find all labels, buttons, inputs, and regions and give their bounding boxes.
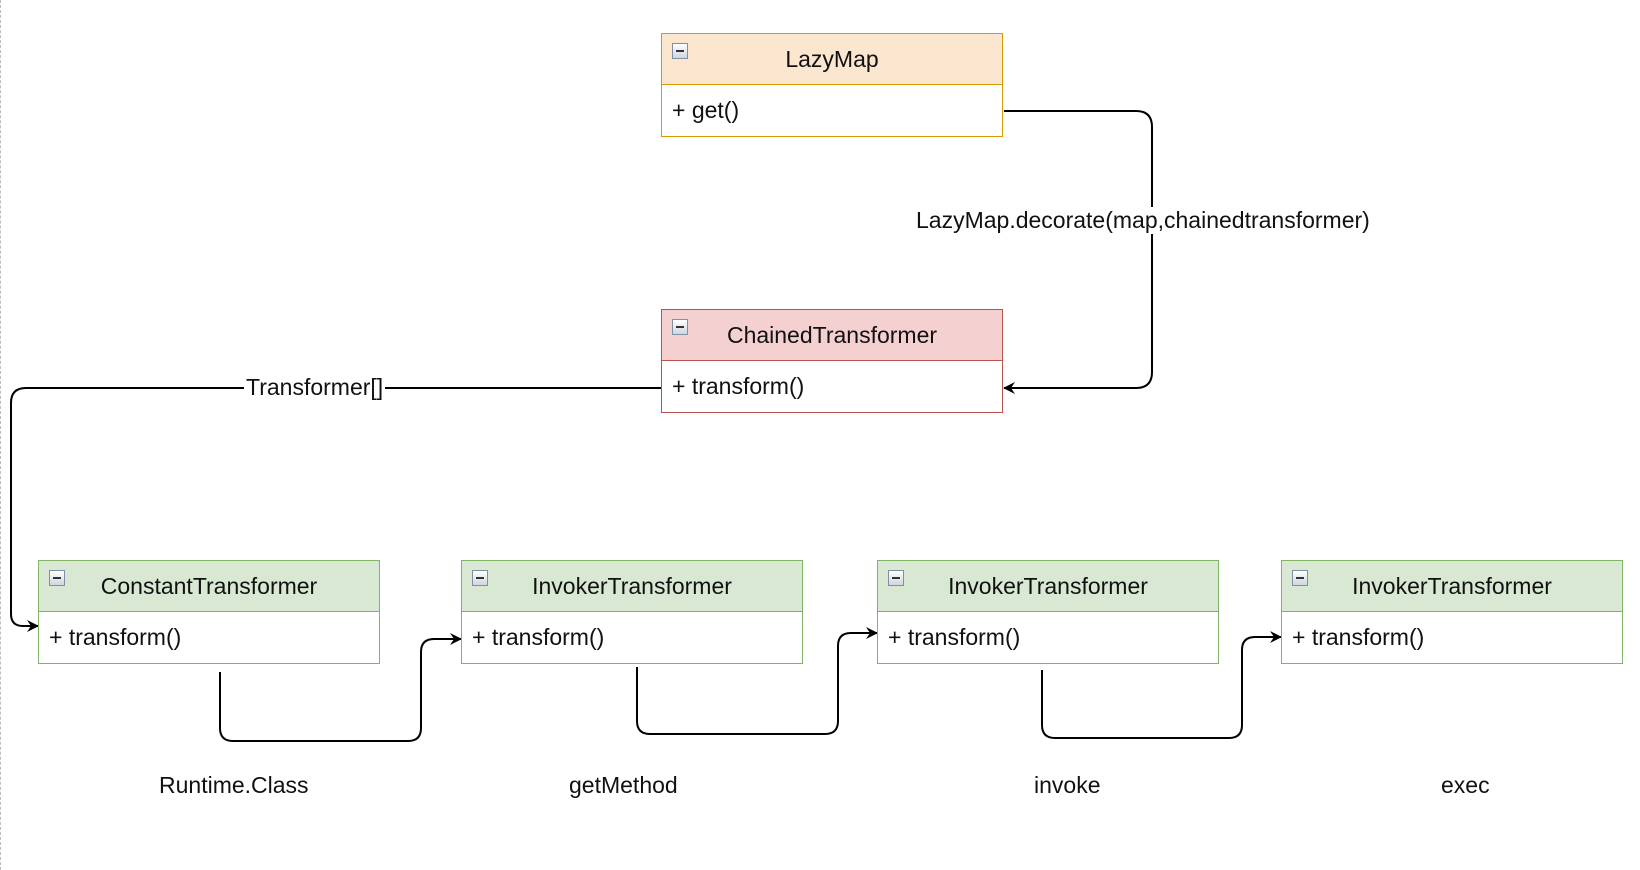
collapse-icon[interactable] — [1292, 570, 1308, 586]
edge-chained-to-constant — [10, 387, 662, 632]
step-label-get-method: getMethod — [569, 772, 678, 798]
edge-label-transformer-array: Transformer[] — [244, 374, 386, 401]
class-invoker-transformer-1-header[interactable]: InvokerTransformer — [462, 561, 802, 612]
edge-invoker2-to-invoker3 — [1041, 631, 1282, 739]
method-label: + transform() — [472, 624, 605, 650]
collapse-icon[interactable] — [888, 570, 904, 586]
collapse-icon[interactable] — [49, 570, 65, 586]
class-invoker-transformer-2-title: InvokerTransformer — [948, 572, 1148, 599]
class-invoker-transformer-1-title: InvokerTransformer — [532, 572, 732, 599]
class-lazymap-method[interactable]: + get() — [662, 85, 1002, 136]
class-chained-transformer-title: ChainedTransformer — [726, 321, 938, 348]
class-chained-transformer[interactable]: ChainedTransformer + transform() — [661, 309, 1003, 413]
class-invoker-transformer-3[interactable]: InvokerTransformer + transform() — [1281, 560, 1623, 664]
method-label: + transform() — [672, 373, 805, 399]
class-constant-transformer[interactable]: ConstantTransformer + transform() — [38, 560, 380, 664]
method-label: + transform() — [1292, 624, 1425, 650]
edge-invoker1-to-invoker2 — [636, 627, 878, 735]
class-invoker-transformer-3-method[interactable]: + transform() — [1282, 612, 1622, 663]
edge-constant-to-invoker1 — [219, 633, 462, 742]
class-constant-transformer-method[interactable]: + transform() — [39, 612, 379, 663]
class-lazymap-title: LazyMap — [785, 45, 879, 72]
class-invoker-transformer-2[interactable]: InvokerTransformer + transform() — [877, 560, 1219, 664]
class-chained-transformer-method[interactable]: + transform() — [662, 361, 1002, 412]
collapse-icon[interactable] — [672, 43, 688, 59]
class-invoker-transformer-1[interactable]: InvokerTransformer + transform() — [461, 560, 803, 664]
method-label: + transform() — [888, 624, 1021, 650]
collapse-icon[interactable] — [472, 570, 488, 586]
step-label-invoke: invoke — [1034, 772, 1101, 798]
step-label-runtime-class: Runtime.Class — [159, 772, 309, 798]
class-lazymap-header[interactable]: LazyMap — [662, 34, 1002, 85]
class-constant-transformer-header[interactable]: ConstantTransformer — [39, 561, 379, 612]
step-label-exec: exec — [1441, 772, 1490, 798]
edge-lazymap-to-chained — [1003, 110, 1153, 394]
class-constant-transformer-title: ConstantTransformer — [100, 572, 318, 599]
edge-label-decorate: LazyMap.decorate(map,chainedtransformer) — [914, 207, 1372, 234]
method-label: + get() — [672, 97, 740, 123]
collapse-icon[interactable] — [672, 319, 688, 335]
class-invoker-transformer-3-header[interactable]: InvokerTransformer — [1282, 561, 1622, 612]
class-invoker-transformer-2-method[interactable]: + transform() — [878, 612, 1218, 663]
page-boundary-guide — [0, 0, 1, 870]
class-invoker-transformer-3-title: InvokerTransformer — [1352, 572, 1552, 599]
class-invoker-transformer-2-header[interactable]: InvokerTransformer — [878, 561, 1218, 612]
class-invoker-transformer-1-method[interactable]: + transform() — [462, 612, 802, 663]
class-chained-transformer-header[interactable]: ChainedTransformer — [662, 310, 1002, 361]
method-label: + transform() — [49, 624, 182, 650]
class-lazymap[interactable]: LazyMap + get() — [661, 33, 1003, 137]
